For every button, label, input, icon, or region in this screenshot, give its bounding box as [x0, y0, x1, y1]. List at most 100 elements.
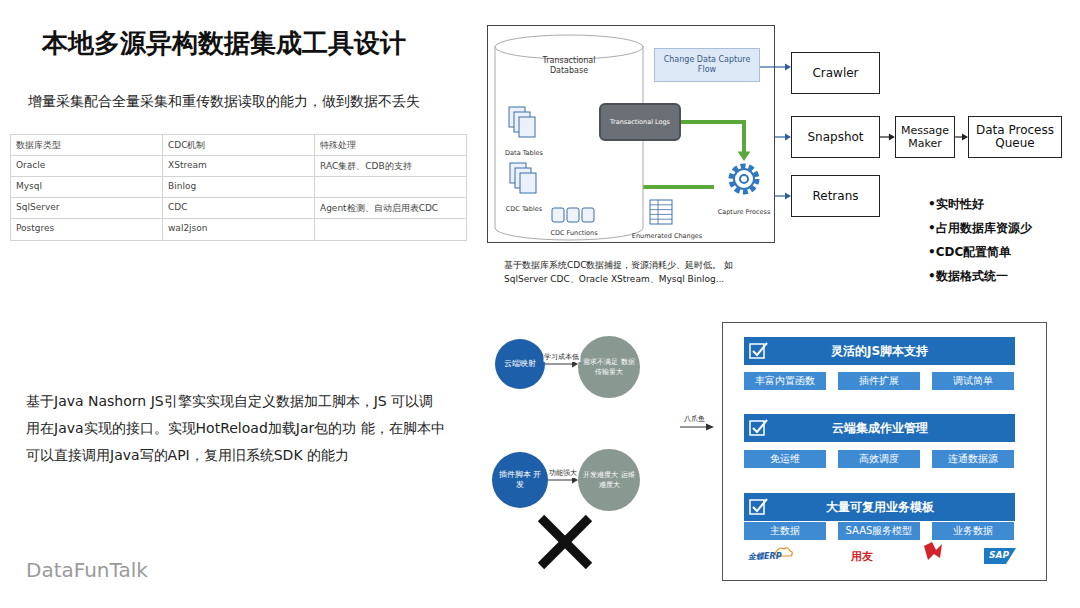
grid-rule [650, 209, 672, 210]
connector-line [775, 195, 786, 196]
node-text: Capture Process [718, 208, 771, 216]
cylinder-body [495, 46, 643, 240]
process-box: Message Maker [895, 116, 955, 158]
arrow-head [706, 424, 714, 431]
node-text: Change Data Capture Flow [655, 55, 759, 75]
node-text: Transactional Database [529, 56, 609, 76]
flow-box: Change Data Capture Flow [654, 48, 760, 82]
table-grid [10, 134, 467, 241]
node-text: Snapshot [804, 131, 866, 144]
check-tick [753, 499, 767, 511]
text-label: 特殊处理 [320, 139, 356, 152]
text-label: 金蝶ERP [748, 551, 782, 562]
feature-panel [723, 323, 1047, 581]
node-text: 插件脚本 开发 [492, 470, 548, 490]
grey-circle: 需求不满足 数据传输量大 [578, 336, 640, 398]
connector [955, 134, 968, 141]
connector-line [880, 136, 890, 137]
gear-teeth [731, 166, 757, 192]
text-label: wal2json [168, 223, 208, 233]
cross-stroke [541, 518, 589, 566]
connector [880, 134, 895, 141]
node-text: Transactional Logs [610, 118, 670, 126]
node-text: SAAS服务模型 [846, 524, 913, 538]
check-icon [748, 417, 770, 439]
caption-text: 基于数据库系统CDC数据捕捉，资源消耗少、延时低。 如SqlServer CDC… [504, 258, 766, 286]
node-text: 云端集成作业管理 [832, 420, 928, 437]
table-icon: CDC Tables [503, 161, 545, 213]
text-label: SAP [989, 550, 1009, 560]
table-rule [314, 134, 315, 240]
page-title: 本地多源异构数据集成工具设计 [42, 26, 406, 61]
grid-graphic [629, 196, 693, 230]
log-server: Transactional Logs [599, 103, 681, 141]
gear-icon: Capture Process [714, 161, 774, 216]
feature-button: 高效调度 [838, 450, 920, 468]
check-tick [753, 343, 767, 355]
cylinder-top [495, 35, 643, 59]
gear-hub [740, 175, 748, 183]
feature-button: 连通数据源 [932, 450, 1014, 468]
text-label: Oracle [16, 160, 45, 170]
table-rule [10, 176, 466, 177]
gear-graphic [714, 161, 774, 195]
feature-button: 调试简单 [932, 372, 1014, 390]
grid-rule [650, 219, 672, 220]
node-text: Enumerated Changes [632, 232, 702, 240]
logos [775, 542, 1016, 564]
edge-label: 学习成本低 [543, 352, 580, 362]
text-label: •CDC配置简单 [928, 244, 1011, 261]
octopus-arrow [680, 424, 714, 431]
node-text: 开发难度大 运维难度大 [578, 470, 640, 490]
connector [775, 193, 791, 200]
cross-stroke [541, 518, 589, 566]
text-label: CDC [168, 202, 188, 212]
arrow-head [738, 151, 751, 161]
connector [760, 64, 791, 71]
check-icon [748, 496, 770, 518]
arrow-line [680, 427, 707, 428]
feature-band: 大量可复用业务模板 [744, 493, 1015, 521]
connector-line [760, 66, 786, 67]
connector-line [681, 122, 744, 152]
node-text: CDC Functions [550, 229, 597, 237]
cdc-frame: 基于数据库系统CDC数据捕捉，资源消耗少、延时低。 如SqlServer CDC… [487, 25, 775, 243]
fn-icon [582, 208, 594, 222]
text-label: •实时性好 [928, 196, 984, 213]
doc-sheet [519, 117, 535, 137]
text-label: RAC集群、CDB的支持 [320, 160, 412, 173]
table-border [11, 135, 467, 241]
node-text: 大量可复用业务模板 [826, 499, 934, 516]
connector-line [545, 364, 573, 365]
process-box: Snapshot [791, 116, 880, 158]
node-text: 调试简单 [953, 374, 993, 388]
connector [681, 122, 750, 161]
connector-line [775, 136, 786, 137]
process-box: Crawler [791, 52, 880, 94]
node-text: Message Maker [896, 124, 954, 150]
node-text: Data Process Queue [969, 124, 1061, 150]
check-icon [748, 340, 770, 362]
doc-sheet [520, 173, 536, 193]
feature-button: 丰富内置函数 [744, 372, 826, 390]
node-text: 免运维 [770, 452, 800, 466]
node-text: 连通数据源 [948, 452, 998, 466]
node-text: 插件扩展 [859, 374, 899, 388]
text-label: SqlServer [16, 202, 59, 212]
edge-label: 功能强大 [548, 468, 578, 478]
text-label: Binlog [168, 181, 196, 191]
node-text: 灵活的JS脚本支持 [831, 343, 928, 360]
feature-band: 云端集成作业管理 [744, 414, 1015, 442]
table-rule [10, 197, 466, 198]
text-label: Postgres [16, 223, 54, 233]
feature-button: 业务数据 [932, 522, 1014, 540]
connector-line [548, 480, 573, 481]
node-text: Retrans [809, 190, 861, 203]
node-text: Data Tables [505, 149, 543, 157]
text-label: Agent检测、自动启用表CDC [320, 202, 438, 215]
table-rule [10, 155, 466, 156]
cross-mark [541, 518, 589, 566]
node-text: CDC Tables [506, 205, 542, 213]
text-label: Mysql [16, 181, 42, 191]
grid-rule [650, 204, 672, 205]
